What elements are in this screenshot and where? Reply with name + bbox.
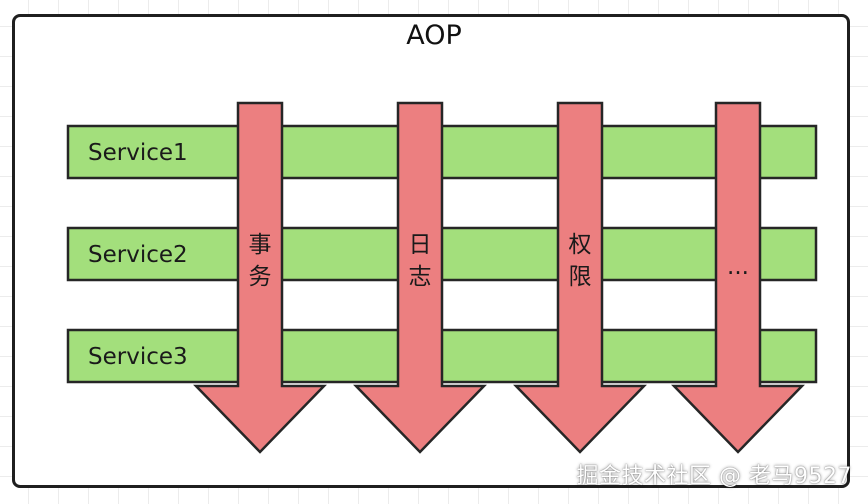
aspect-arrow-log <box>353 101 487 454</box>
aspect-label-log-1: 日 <box>409 232 432 258</box>
aspect-arrows: 事 务 日 志 权 限 ... <box>193 101 805 454</box>
aspect-label-transaction-1: 事 <box>249 232 272 258</box>
aspect-arrow-transaction <box>193 101 327 454</box>
aspect-arrow-permission <box>513 101 647 454</box>
watermark: 掘金技术社区 @ 老马9527 <box>576 464 852 489</box>
aspect-label-transaction-2: 务 <box>249 264 272 290</box>
aspect-arrow-more <box>671 101 805 454</box>
diagram-title: AOP <box>406 20 462 51</box>
service-label-3: Service3 <box>88 344 188 370</box>
service-label-1: Service1 <box>88 140 188 166</box>
aspect-label-more: ... <box>727 254 749 280</box>
aspect-label-permission-1: 权 <box>569 232 592 258</box>
aspect-label-permission-2: 限 <box>569 264 592 290</box>
aspect-label-log-2: 志 <box>409 264 432 290</box>
service-label-2: Service2 <box>88 242 188 268</box>
